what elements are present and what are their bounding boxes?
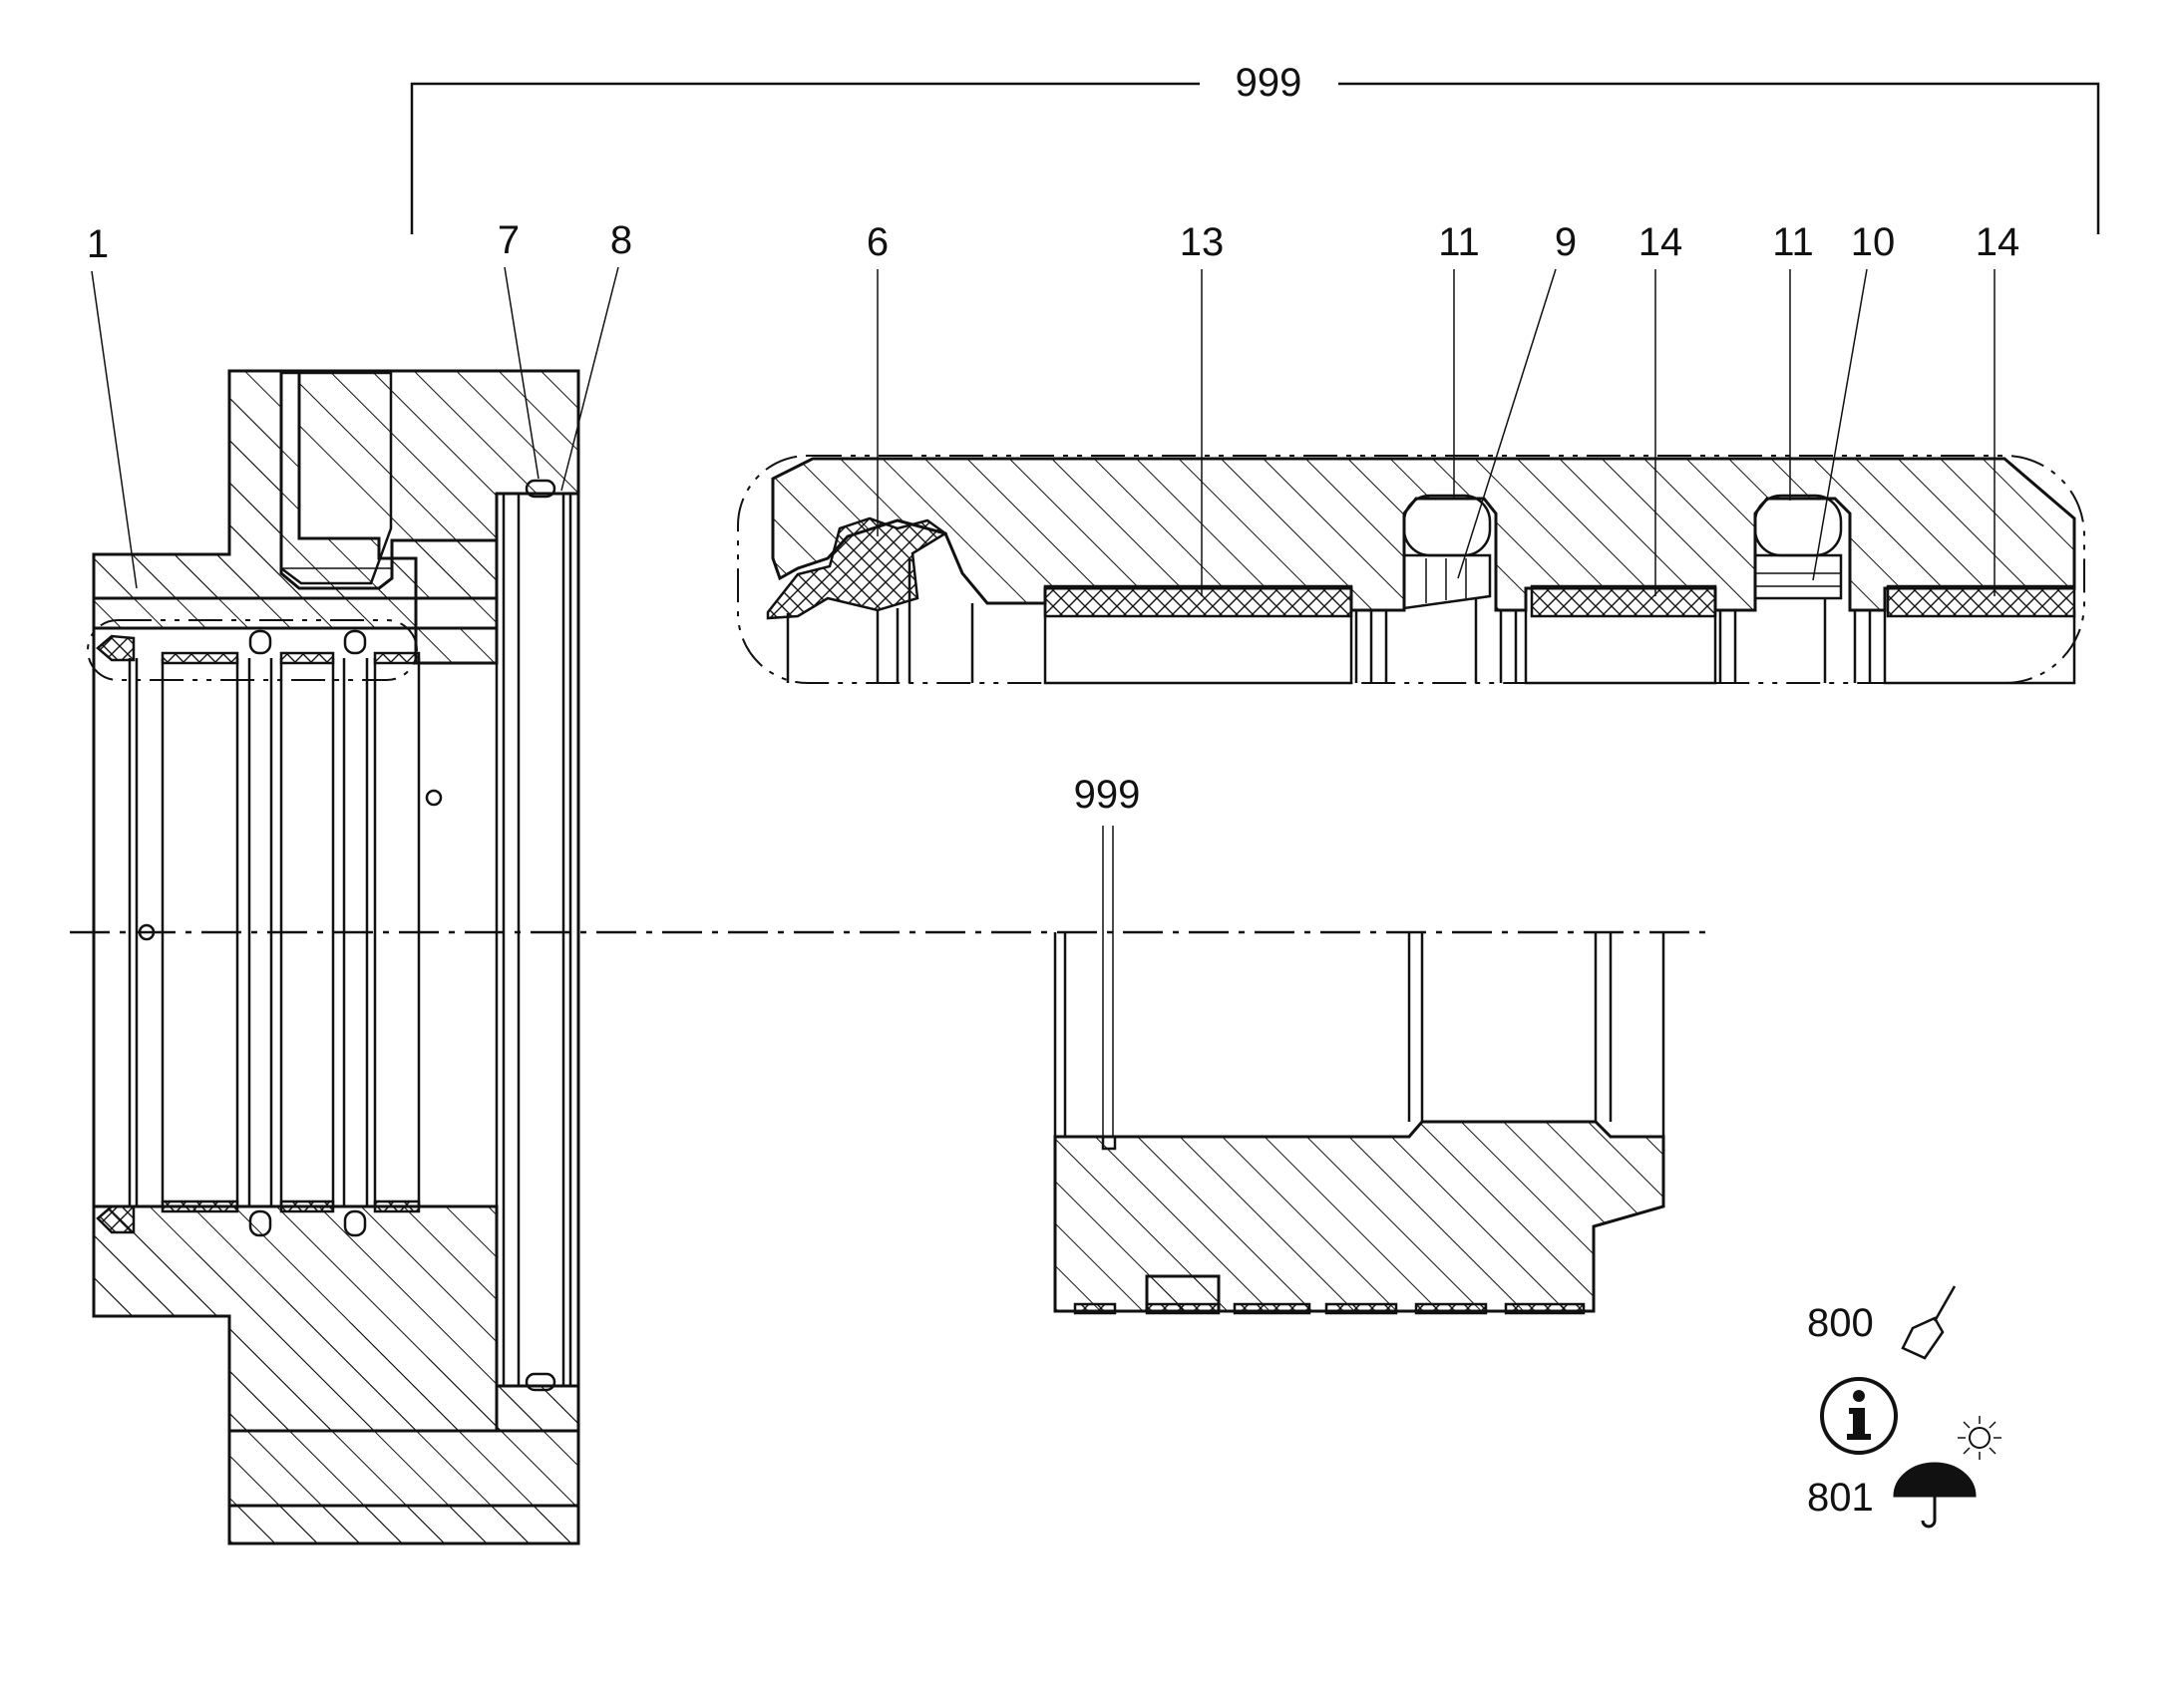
label-part-11a: 11 bbox=[1438, 220, 1480, 264]
seal-section bbox=[1053, 826, 1665, 1315]
assembly-bracket bbox=[410, 82, 2100, 234]
paint-code: 800 bbox=[1807, 1301, 1874, 1345]
label-part-13: 13 bbox=[1180, 220, 1225, 264]
label-part-1: 1 bbox=[87, 222, 109, 266]
label-part-8: 8 bbox=[610, 218, 632, 262]
label-part-7: 7 bbox=[498, 218, 520, 262]
sun-icon bbox=[1958, 1416, 2001, 1460]
label-part-10: 10 bbox=[1851, 220, 1896, 264]
info-icon bbox=[1820, 1377, 1898, 1455]
label-part-14a: 14 bbox=[1638, 220, 1683, 264]
seal-9 bbox=[1402, 553, 1492, 610]
seal-10 bbox=[1753, 553, 1843, 600]
label-part-11b: 11 bbox=[1772, 220, 1814, 264]
detail-region-outline bbox=[87, 619, 418, 681]
leader-lines bbox=[91, 266, 1996, 596]
storage-code: 801 bbox=[1807, 1476, 1874, 1520]
bushing-14a bbox=[1530, 584, 1717, 618]
label-part-14b: 14 bbox=[1976, 220, 2020, 264]
detail-view bbox=[737, 455, 2085, 685]
label-seal-assembly: 999 bbox=[1074, 773, 1141, 817]
o-ring-11a bbox=[1402, 494, 1492, 557]
umbrella-icon bbox=[1893, 1462, 1977, 1529]
label-part-9: 9 bbox=[1555, 220, 1577, 264]
bushing-13 bbox=[1043, 584, 1353, 618]
bushing-14b bbox=[1886, 584, 2076, 618]
o-ring-11b bbox=[1753, 494, 1843, 557]
housing-section bbox=[87, 369, 580, 1545]
legend: 800 801 bbox=[1807, 1285, 2001, 1529]
label-part-6: 6 bbox=[867, 220, 889, 264]
wiper-6 bbox=[766, 516, 948, 620]
label-assembly: 999 bbox=[1236, 61, 1302, 105]
paintbrush-icon bbox=[1901, 1285, 1957, 1360]
